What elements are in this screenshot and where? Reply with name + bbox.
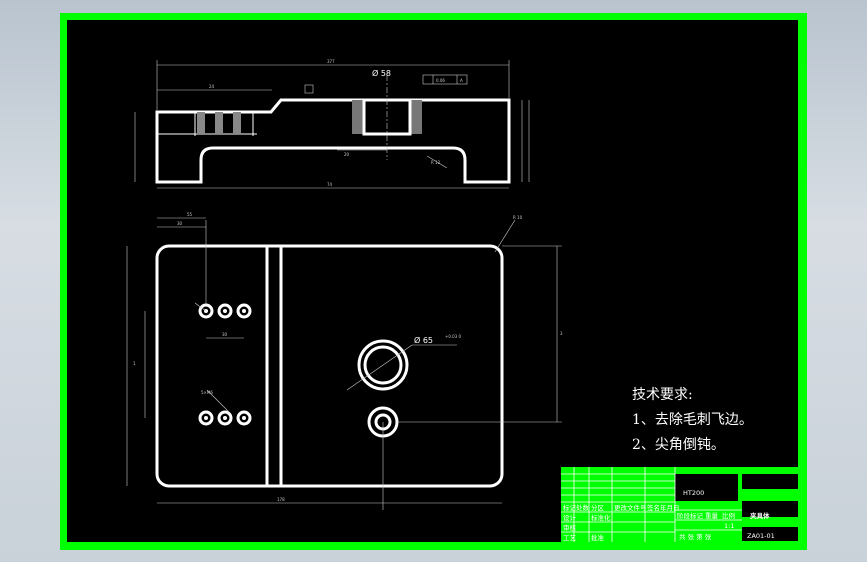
dim-right-height: 3 — [560, 331, 563, 336]
dim-between: 30 — [222, 332, 228, 337]
tb-stage-label: 阶段标记 — [677, 511, 704, 520]
radius-label: R 12 — [431, 160, 441, 165]
tb-process-label: 工艺 — [563, 534, 577, 542]
threaded-holes-section — [194, 112, 254, 136]
hole-diameter-label: Ø 58 — [372, 68, 391, 78]
datum-label: A — [460, 78, 463, 83]
drawing-number-text: ZA01-01 — [747, 532, 775, 540]
material-text: HT200 — [683, 489, 704, 497]
dim-left: 24 — [209, 84, 215, 89]
tb-zone-label: 分区 — [591, 503, 605, 512]
tb-weight-label: 重量 — [705, 512, 719, 520]
tb-design-label: 设计 — [563, 513, 577, 522]
main-bore — [357, 339, 409, 391]
tb-date-label: 年月日 — [660, 503, 680, 512]
hole-callout: 5×M6 — [201, 390, 213, 395]
dim-width: 178 — [277, 497, 285, 502]
geometric-tolerance-frame: 0.06 A — [422, 74, 468, 85]
bore-tolerance: +0.03 0 — [445, 334, 462, 339]
tech-req-heading: 技术要求: — [632, 387, 693, 403]
tech-req-item-1: 1、去除毛刺飞边。 — [632, 412, 753, 428]
bore-diameter-label: Ø 65 — [414, 335, 433, 345]
plan-view: 178 55 30 30 1 3 5×M6 R 10 — [126, 212, 563, 510]
tb-scale-label: 比例 — [722, 511, 735, 520]
part-name-text: 夹具体 — [750, 511, 770, 520]
tolerance-value: 0.06 — [436, 78, 445, 83]
dim-top1: 55 — [187, 212, 193, 217]
section-view: 377 24 74 20 Ø 58 0.06 A — [134, 59, 530, 189]
tb-standardize-label: 标准化 — [591, 513, 611, 522]
tech-req-item-2: 2、尖角倒钝。 — [632, 437, 725, 453]
corner-radius: R 10 — [513, 215, 523, 220]
dim-bore-bottom: 20 — [344, 152, 350, 157]
tb-mark-label: 标记 — [563, 503, 577, 512]
tb-approve-label: 批准 — [591, 533, 605, 542]
title-block: HT200 夹具体 ZA01-01 标记 处数 分区 更改文件号 签名 年月日 … — [561, 467, 798, 542]
dim-bottom: 74 — [327, 182, 333, 187]
tb-sign-label: 签名 — [647, 503, 660, 512]
tb-sheets-label: 共 张 第 张 — [679, 532, 712, 541]
lower-threaded-holes — [198, 410, 252, 426]
upper-threaded-holes — [198, 303, 252, 319]
tb-review-label: 审核 — [563, 523, 577, 532]
bore-section — [352, 75, 422, 160]
dim-top2: 30 — [177, 221, 183, 226]
tb-scale-value: 1:1 — [724, 522, 734, 530]
tb-count-label: 处数 — [576, 503, 590, 512]
dim-left-height: 1 — [133, 361, 136, 366]
technical-requirements: 技术要求: 1、去除毛刺飞边。 2、尖角倒钝。 — [632, 387, 753, 453]
cad-drawing: 377 24 74 20 Ø 58 0.06 A — [126, 59, 798, 542]
tb-change-label: 更改文件号 — [614, 503, 647, 512]
drawing-sheet-border: 377 24 74 20 Ø 58 0.06 A — [60, 13, 807, 550]
drawing-area: 377 24 74 20 Ø 58 0.06 A — [67, 20, 798, 542]
dim-overall: 377 — [327, 59, 335, 64]
